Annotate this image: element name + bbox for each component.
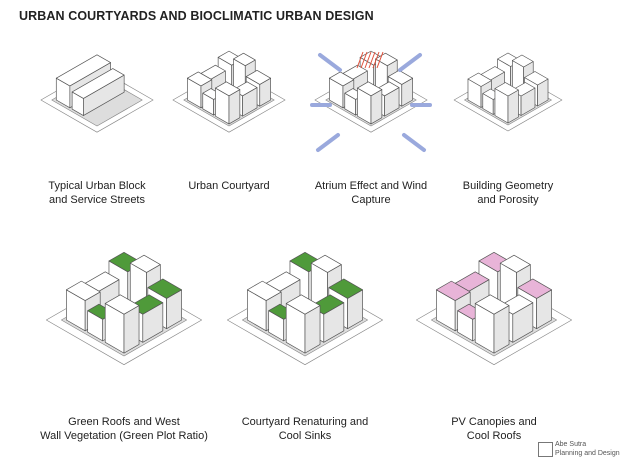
diagram-pv-canopies — [415, 251, 573, 365]
caption-line: Wall Vegetation (Green Plot Ratio) — [40, 430, 208, 442]
diagram-typical-urban-block — [40, 54, 154, 133]
caption-typical-urban-block: Typical Urban Block and Service Streets — [7, 179, 187, 207]
building-roof — [467, 72, 492, 87]
caption-line: PV Canopies and — [451, 416, 537, 428]
caption-line: Atrium Effect and Wind — [314, 180, 428, 192]
caption-urban-courtyard: Urban Courtyard — [139, 179, 319, 193]
atrium-hatch — [364, 51, 372, 69]
page-title: URBAN COURTYARDS AND BIOCLIMATIC URBAN D… — [19, 9, 374, 23]
caption-line: Green Roofs and West — [68, 416, 180, 428]
building-roof — [71, 68, 125, 99]
building-roof — [233, 52, 256, 67]
wind-arrow-icon — [316, 133, 340, 152]
building-roof — [104, 294, 140, 315]
logo-mark-icon — [538, 442, 553, 457]
caption-line: Typical Urban Block — [48, 180, 146, 192]
building-roof — [285, 294, 321, 315]
logo-line: Abe Sutra — [555, 441, 587, 448]
building-roof — [511, 54, 534, 68]
diagram-urban-courtyard — [172, 50, 286, 133]
wind-arrow-icon — [318, 53, 342, 72]
wind-arrow-icon — [402, 133, 426, 152]
building-roof — [66, 280, 101, 301]
building-roof — [387, 70, 413, 85]
caption-line: Urban Courtyard — [188, 180, 270, 192]
caption-building-geometry: Building Geometry and Porosity — [418, 179, 598, 207]
atrium-hatch — [360, 51, 368, 69]
building-roof — [55, 54, 111, 87]
building-roof — [474, 294, 510, 315]
pv-roof — [436, 280, 471, 301]
building-roof — [129, 254, 161, 273]
caption-line: Capture — [351, 194, 391, 206]
caption-line: and Service Streets — [49, 194, 145, 206]
building-roof — [245, 70, 271, 85]
building-roof — [494, 82, 519, 97]
caption-line: Courtyard Renaturing and — [241, 416, 369, 428]
building-roof — [499, 254, 531, 273]
building-roof — [310, 254, 342, 273]
building-roof — [357, 81, 383, 97]
atrium-hatch — [376, 51, 384, 69]
caption-line: and Porosity — [477, 194, 539, 206]
atrium-hatch — [372, 51, 380, 69]
building-roof — [187, 71, 213, 87]
diagram-courtyard-renaturing — [226, 251, 384, 365]
pv-roof — [517, 278, 552, 299]
diagram-building-geometry — [453, 52, 563, 132]
diagram-atrium-effect — [310, 50, 432, 152]
building-roof — [247, 280, 282, 301]
logo-line: Planning and Design — [555, 450, 620, 457]
diagram-green-roofs — [45, 251, 203, 365]
building-roof — [329, 71, 355, 87]
caption-line: Cool Sinks — [278, 430, 332, 442]
green-roof — [328, 278, 363, 299]
building-roof — [215, 81, 241, 97]
caption-line: Building Geometry — [462, 180, 554, 192]
caption-line: Cool Roofs — [466, 430, 522, 442]
atrium-hatch — [368, 51, 376, 69]
building-roof — [524, 71, 549, 86]
wind-arrow-icon — [398, 53, 422, 72]
green-roof — [147, 278, 182, 299]
atrium-hatch — [356, 51, 364, 69]
